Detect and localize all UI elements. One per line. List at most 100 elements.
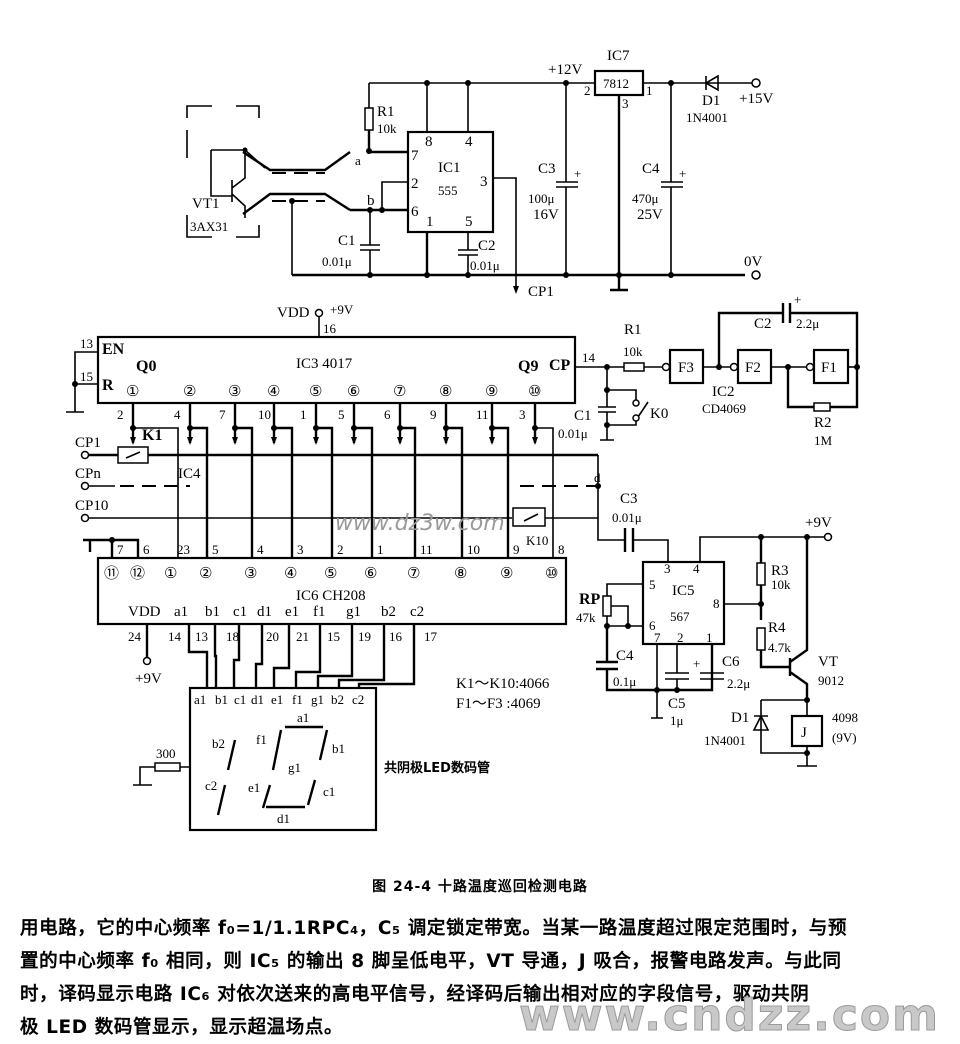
led-pin-b1: b1	[215, 692, 228, 707]
cp-pin: 14	[582, 350, 596, 365]
watermark-cndzz: www.cndzz.com	[519, 990, 940, 1042]
ic5-pin-5: 5	[649, 577, 656, 592]
ic1-pin-1: 1	[426, 214, 434, 230]
segment-wire	[213, 624, 218, 688]
clock-oscillator-section: 14 R1 10k F3 F2 F1 + C2 2.2μ R2 1M IC2 C…	[558, 292, 860, 448]
legend-f-inverters: F1～F3 :4069	[456, 696, 541, 712]
c3-value: 100μ	[528, 191, 555, 206]
junction-dot	[654, 687, 660, 693]
segment-e1	[261, 784, 272, 809]
rp-value: 47k	[576, 610, 596, 625]
led-display-label: 共阴极LED数码管	[384, 760, 490, 776]
f3-inverter	[668, 348, 705, 385]
wire	[760, 699, 817, 767]
ic6-ch208-box	[96, 556, 568, 626]
arrow-icon	[313, 437, 319, 445]
led-pin-d1: d1	[251, 692, 264, 707]
q-output-pin-1: 2	[117, 407, 124, 422]
ic1-pin-5: 5	[465, 214, 473, 230]
decoder-out-label-f1: f1	[313, 604, 326, 620]
switch-output-wire	[133, 427, 179, 558]
decoder-in-pin-4: 5	[212, 542, 219, 557]
clk-c1-capacitor	[598, 367, 616, 441]
vt1-label: VT1	[192, 196, 220, 212]
resistor-300	[154, 762, 181, 772]
seg-label-b2: b2	[212, 736, 225, 751]
vt1-transistor-sensor: VT1 3AX31	[186, 105, 266, 238]
seg-label-c2: c2	[205, 778, 217, 793]
pll-d1-part: 1N4001	[704, 733, 746, 748]
vt-transistor	[788, 537, 809, 700]
q0-label: Q0	[136, 358, 156, 375]
decoder-in-circle-7: ⑤	[324, 566, 337, 582]
k1-contact	[125, 451, 141, 459]
k0-contact[interactable]	[632, 414, 640, 422]
f3-label: F3	[678, 360, 694, 376]
d1-label: D1	[702, 93, 720, 109]
ground-icon	[66, 351, 98, 413]
led-pin-f1: f1	[292, 692, 303, 707]
ic6-title: IC6 CH208	[296, 588, 366, 604]
decoder-out-label-d1: d1	[257, 604, 272, 620]
junction-dot	[563, 272, 569, 278]
vdd-pin: 16	[323, 321, 337, 336]
q-output-circle-1: ①	[126, 384, 139, 400]
c2-capacitor	[458, 232, 478, 275]
junction-dot	[242, 147, 248, 153]
ground-icon	[610, 95, 628, 292]
rp-potentiometer[interactable]	[602, 595, 612, 617]
decoder-out-pin-19: 19	[358, 629, 371, 644]
junction-dot	[668, 272, 674, 278]
cpn-input-terminal[interactable]	[80, 481, 90, 491]
k0-label: K0	[650, 406, 668, 422]
decoder-out-pin-18: 18	[226, 629, 239, 644]
q-output-circle-8: ⑧	[439, 384, 452, 400]
cp1-input-terminal[interactable]	[80, 450, 90, 460]
decoder-out-label-g1: g1	[346, 604, 361, 620]
node-b-label: b	[367, 193, 375, 209]
pll-d1-label: D1	[731, 710, 749, 726]
c3-voltage: 16V	[533, 207, 559, 223]
junction-dot	[109, 537, 115, 543]
decoder-in-pin-8: 1	[377, 542, 384, 557]
led-pin-g1: g1	[311, 692, 324, 707]
segment-b2	[226, 739, 237, 771]
ic1-pin-3: 3	[480, 174, 488, 190]
ic7-label: IC7	[607, 48, 630, 64]
v15-label: +15V	[739, 91, 773, 107]
cable-bottom	[242, 192, 351, 215]
seg-label-d1: d1	[277, 811, 290, 826]
segment-wire	[357, 624, 416, 688]
segment-f1	[271, 729, 283, 771]
cp1-output-label: CP1	[528, 284, 554, 300]
clk-c2-label: C2	[754, 316, 772, 332]
k0-contact[interactable]	[632, 399, 640, 407]
ic5-part: 567	[670, 609, 690, 624]
ic7-pin-3: 3	[622, 96, 629, 111]
ic1-pin-7: 7	[411, 148, 419, 164]
v12-label: +12V	[548, 62, 582, 78]
decoder-out-pin-15: 15	[327, 629, 340, 644]
k1-label: K1	[142, 427, 162, 444]
cp-label: CP	[549, 357, 571, 374]
c6-capacitor	[700, 644, 724, 690]
c1-value: 0.01μ	[322, 254, 352, 269]
cp10-input-terminal[interactable]	[80, 513, 90, 523]
decoder-bottom-pins: VDD24a114b113c118d120e121f115g119b216c21…	[128, 604, 438, 688]
decoder-out-label-e1: e1	[285, 604, 299, 620]
resistor-300-label: 300	[156, 746, 176, 761]
f2-inverter	[736, 348, 773, 385]
body-line-2: 置的中心频率 f₀ 相同，则 IC₅ 的输出 8 脚呈低电平，VT 导通，J 吸…	[20, 951, 842, 972]
junction-dot	[72, 381, 78, 387]
r1-clock-resistor	[623, 362, 645, 372]
q-output-pin-5: 1	[300, 407, 307, 422]
ic1-pin-2: 2	[411, 176, 419, 192]
seg-label-a1: a1	[297, 710, 309, 725]
inverter-bubble	[729, 362, 739, 372]
d1-diode	[704, 74, 719, 92]
decoder-in-pin-6: 3	[297, 542, 304, 557]
segment-wire	[337, 624, 386, 688]
junction-dot	[465, 272, 471, 278]
